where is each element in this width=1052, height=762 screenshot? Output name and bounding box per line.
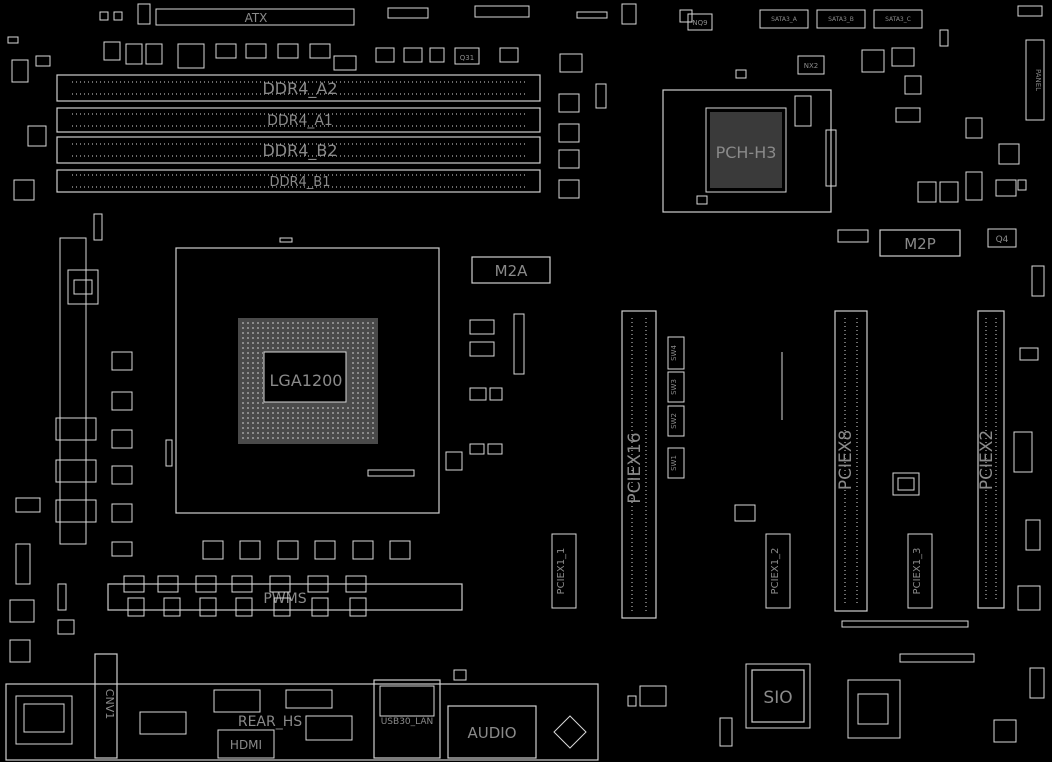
svg-text:PANEL: PANEL <box>1034 69 1042 91</box>
usb-lan-port[interactable]: USB30_LAN <box>373 679 441 759</box>
hdmi-port[interactable]: HDMI <box>217 729 275 759</box>
svg-text:NQ9: NQ9 <box>692 19 707 27</box>
sata-connector-a[interactable]: SATA3_A <box>759 9 809 29</box>
pciex16-label: PCIEX16 <box>625 432 645 503</box>
ddr4-a1-label: DDR4_A1 <box>267 113 333 129</box>
pciex1-3-slot[interactable]: PCIEX1_3 <box>907 533 933 609</box>
audio-jack[interactable]: AUDIO <box>447 705 537 759</box>
socket-pin-grid <box>242 322 374 439</box>
m2a-label: M2A <box>495 262 528 280</box>
svg-text:CNV1: CNV1 <box>103 689 116 719</box>
svg-text:SW3: SW3 <box>670 379 678 395</box>
svg-text:AUDIO: AUDIO <box>467 724 516 742</box>
pciex2-label: PCIEX2 <box>977 430 997 490</box>
sw-switches: SW4 SW3 SW2 SW1 <box>667 336 685 479</box>
sio-chip: SIO <box>745 663 811 729</box>
cpu-socket[interactable]: LGA1200 <box>175 247 440 514</box>
pch-chip: PCH-H3 <box>662 89 832 213</box>
q4-chip: Q4 <box>987 228 1017 248</box>
svg-text:HDMI: HDMI <box>230 738 262 752</box>
svg-text:SW1: SW1 <box>670 455 678 471</box>
svg-text:NX2: NX2 <box>804 62 819 70</box>
ddr4-b2-label: DDR4_B2 <box>262 141 337 161</box>
svg-text:SATA3_B: SATA3_B <box>828 16 854 23</box>
svg-text:PCIEX1_2: PCIEX1_2 <box>770 548 781 595</box>
svg-text:Q31: Q31 <box>460 54 474 62</box>
socket-label: LGA1200 <box>270 371 343 390</box>
svg-text:SW2: SW2 <box>670 413 678 429</box>
pciex8-label: PCIEX8 <box>836 430 856 490</box>
m2a-slot[interactable]: M2A <box>471 256 551 284</box>
m2p-label: M2P <box>904 235 936 253</box>
atx-label: ATX <box>245 11 268 25</box>
svg-text:SW4: SW4 <box>670 345 678 361</box>
pwms-area: PWMS <box>107 583 463 611</box>
pch-label: PCH-H3 <box>716 143 777 162</box>
ddr4-a2-label: DDR4_A2 <box>262 79 337 99</box>
atx-connector[interactable]: ATX <box>155 8 355 26</box>
q31-chip: Q31 <box>454 47 480 65</box>
sata-connector-b[interactable]: SATA3_B <box>816 9 866 29</box>
svg-text:PCIEX1_3: PCIEX1_3 <box>912 548 923 595</box>
ddr4-slot-a2[interactable]: DDR4_A2 <box>56 74 541 102</box>
pciex2-slot[interactable]: PCIEX2 <box>977 310 1005 609</box>
nq9-chip: NQ9 <box>687 13 713 31</box>
pciex1-1-slot[interactable]: PCIEX1_1 <box>551 533 577 609</box>
sata-connector-c[interactable]: SATA3_C <box>873 9 923 29</box>
pciex1-2-slot[interactable]: PCIEX1_2 <box>765 533 791 609</box>
nx2-chip: NX2 <box>797 55 825 75</box>
pciex8-slot[interactable]: PCIEX8 <box>834 310 868 612</box>
m2p-slot[interactable]: M2P <box>879 229 961 257</box>
svg-text:SATA3_A: SATA3_A <box>771 16 798 23</box>
pciex16-slot[interactable]: PCIEX16 <box>621 310 657 619</box>
ddr4-b1-label: DDR4_B1 <box>269 175 330 190</box>
svg-text:Q4: Q4 <box>996 235 1009 245</box>
rear-hs-label: REAR_HS <box>238 714 302 730</box>
svg-text:PCIEX1_1: PCIEX1_1 <box>556 548 567 595</box>
svg-text:USB30_LAN: USB30_LAN <box>381 717 434 727</box>
ddr4-slot-b2[interactable]: DDR4_B2 <box>56 136 541 164</box>
cnv1-connector[interactable]: CNV1 <box>94 653 118 759</box>
svg-text:SATA3_C: SATA3_C <box>885 16 911 23</box>
panel-header[interactable]: PANEL <box>1025 39 1045 121</box>
ddr4-slot-a1[interactable]: DDR4_A1 <box>56 107 541 133</box>
ddr4-slot-b1[interactable]: DDR4_B1 <box>56 169 541 193</box>
pwms-label: PWMS <box>263 591 306 607</box>
sio-label: SIO <box>763 688 792 708</box>
rear-io-area <box>5 683 599 761</box>
